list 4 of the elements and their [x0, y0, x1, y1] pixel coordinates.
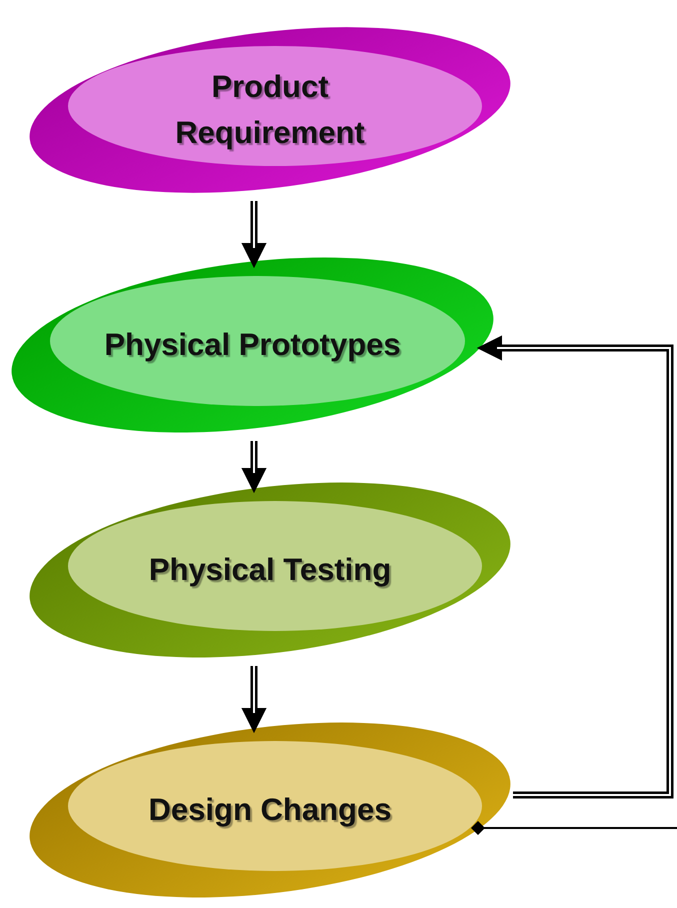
node-label: Physical Testing	[148, 550, 392, 589]
node-label: Product Requirement	[174, 68, 366, 152]
node-label: Design Changes	[148, 790, 392, 829]
node-label: Physical Prototypes	[104, 326, 401, 364]
